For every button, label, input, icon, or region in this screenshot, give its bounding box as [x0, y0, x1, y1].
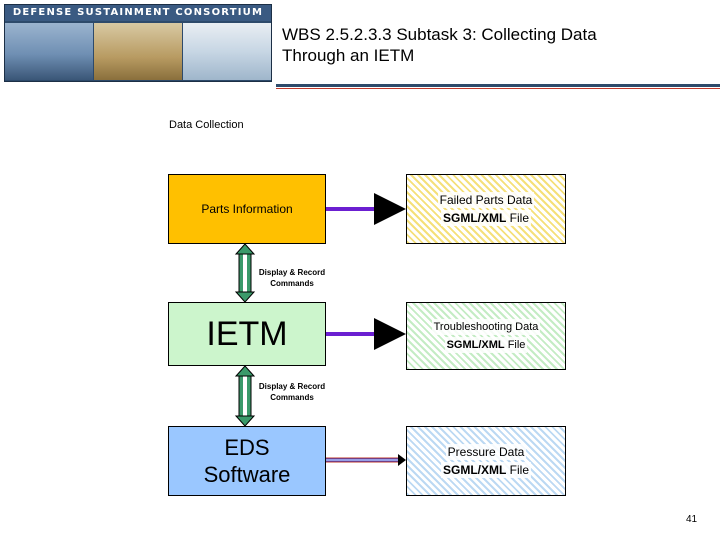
pressure-data-box: Pressure Data SGML/XML File [406, 426, 566, 496]
warships-photo [5, 23, 93, 80]
pressure-data-title: Pressure Data [445, 444, 527, 460]
upper-commands-label: Display & Record Commands [232, 267, 352, 289]
aircraft-photo [183, 23, 271, 80]
lower-commands-line-1: Display & Record [258, 382, 326, 391]
banner-title: DEFENSE SUSTAINMENT CONSORTIUM [5, 5, 271, 21]
lower-commands-line-2: Commands [270, 393, 314, 402]
slide-title: WBS 2.5.2.3.3 Subtask 3: Collecting Data… [282, 24, 702, 66]
arrow-parts-ietm-bidirectional [234, 243, 256, 303]
arrow-eds-to-pressure [326, 454, 406, 466]
troubleshooting-file-word: File [504, 339, 526, 351]
failed-parts-file-word: File [506, 211, 529, 225]
upper-commands-line-2: Commands [270, 279, 314, 288]
section-label: Data Collection [169, 119, 244, 131]
eds-software-box: EDS Software [168, 426, 326, 496]
page-number: 41 [686, 514, 698, 525]
slide-title-line-2: Through an IETM [282, 46, 415, 65]
pressure-file-label: SGML/XML File [441, 462, 531, 478]
parts-information-box: Parts Information [168, 174, 326, 244]
failed-parts-file-label: SGML/XML File [441, 210, 531, 226]
ietm-box: IETM [168, 302, 326, 366]
header-banner: DEFENSE SUSTAINMENT CONSORTIUM [4, 4, 272, 82]
pressure-format: SGML/XML [443, 463, 507, 477]
troubleshooting-data-box: Troubleshooting Data SGML/XML File [406, 302, 566, 370]
header-accent-rule [276, 88, 720, 89]
pressure-file-word: File [506, 463, 529, 477]
eds-label: EDS [224, 435, 270, 460]
failed-parts-data-title: Failed Parts Data [437, 192, 535, 208]
software-label: Software [203, 462, 291, 487]
arrow-ietm-eds-bidirectional [234, 365, 256, 427]
failed-parts-format: SGML/XML [443, 211, 507, 225]
failed-parts-data-box: Failed Parts Data SGML/XML File [406, 174, 566, 244]
header-rule [276, 84, 720, 87]
tank-photo [94, 23, 182, 80]
troubleshooting-data-title: Troubleshooting Data [431, 319, 541, 335]
parts-information-label: Parts Information [201, 202, 293, 216]
troubleshooting-file-label: SGML/XML File [444, 337, 528, 353]
slide-title-line-1: WBS 2.5.2.3.3 Subtask 3: Collecting Data [282, 25, 597, 44]
lower-commands-label: Display & Record Commands [232, 381, 352, 403]
upper-commands-line-1: Display & Record [258, 268, 326, 277]
troubleshooting-format: SGML/XML [446, 339, 505, 351]
ietm-label: IETM [206, 314, 288, 353]
